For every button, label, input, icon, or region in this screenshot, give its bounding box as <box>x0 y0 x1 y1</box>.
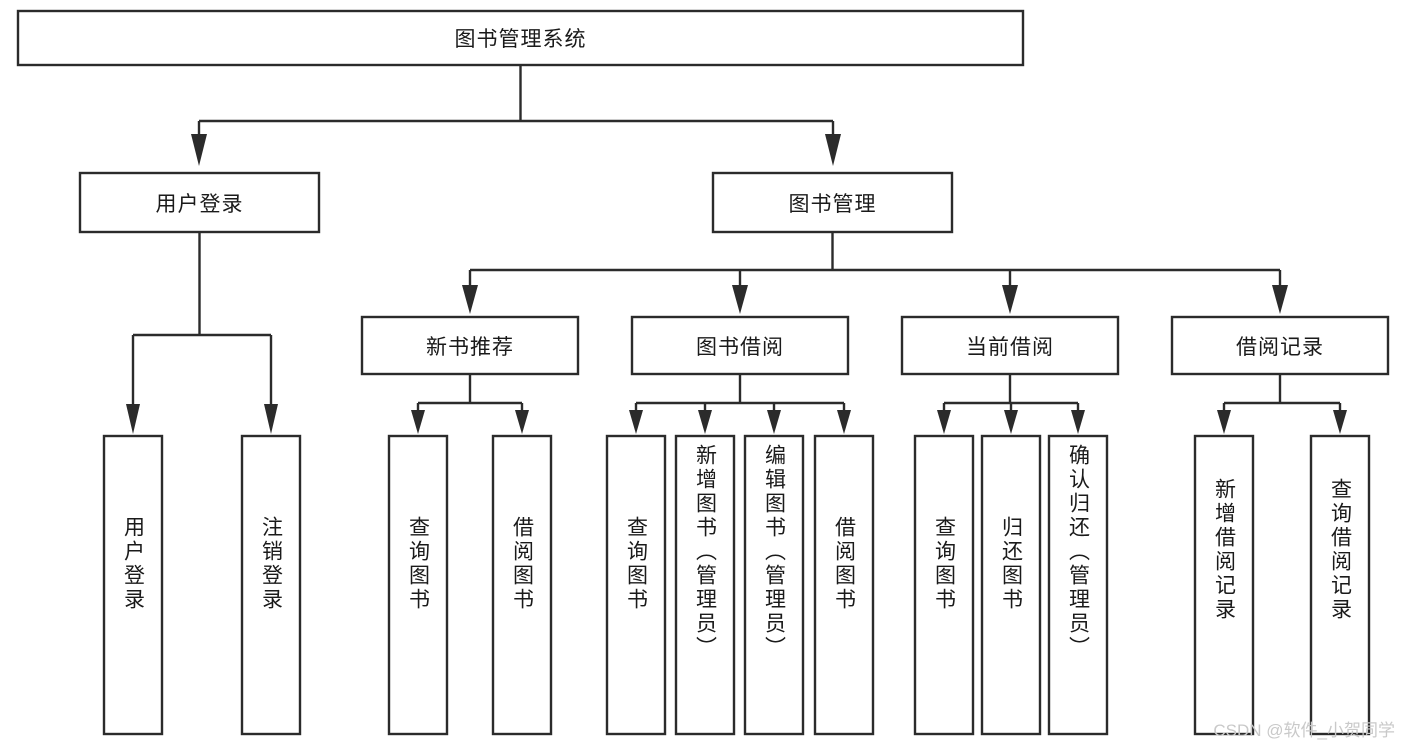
leaf-box-query-book-1[interactable] <box>387 434 449 736</box>
leaf-box-borrow-book-2[interactable] <box>813 434 875 736</box>
arrow-bookborrow-leaf-3 <box>767 410 781 434</box>
arrow-to-book-borrow <box>732 285 748 314</box>
leaf-box-logout[interactable] <box>240 434 302 736</box>
arrow-borrowrecord-leaf-1 <box>1217 410 1231 434</box>
leaf-box-add-book[interactable] <box>674 434 736 736</box>
leaf-box-borrow-book-1[interactable] <box>491 434 553 736</box>
leaf-box-return-book[interactable] <box>980 434 1042 736</box>
node-new-book-recommend[interactable] <box>360 315 580 376</box>
arrow-bookborrow-leaf-4 <box>837 410 851 434</box>
arrow-currentborrow-leaf-1 <box>937 410 951 434</box>
arrow-bookborrow-leaf-1 <box>629 410 643 434</box>
arrow-to-borrow-record <box>1272 285 1288 314</box>
arrow-to-current-borrow <box>1002 285 1018 314</box>
arrow-to-leaf-user-login <box>126 404 140 434</box>
leaf-box-edit-book[interactable] <box>743 434 805 736</box>
node-book-manage[interactable] <box>711 171 954 234</box>
arrow-newbook-leaf-2 <box>515 410 529 434</box>
arrow-borrowrecord-leaf-2 <box>1333 410 1347 434</box>
leaf-box-user-login[interactable] <box>102 434 164 736</box>
arrow-currentborrow-leaf-3 <box>1071 410 1085 434</box>
arrow-to-book-manage <box>825 134 841 166</box>
node-root[interactable] <box>16 9 1025 67</box>
leaf-box-query-record[interactable] <box>1309 434 1371 736</box>
leaf-box-add-record[interactable] <box>1193 434 1255 736</box>
arrow-bookborrow-leaf-2 <box>698 410 712 434</box>
leaf-box-query-book-2[interactable] <box>605 434 667 736</box>
node-current-borrow[interactable] <box>900 315 1120 376</box>
arrow-currentborrow-leaf-2 <box>1004 410 1018 434</box>
leaf-box-query-book-3[interactable] <box>913 434 975 736</box>
arrow-to-new-book <box>462 285 478 314</box>
node-borrow-record[interactable] <box>1170 315 1390 376</box>
arrow-newbook-leaf-1 <box>411 410 425 434</box>
arrow-to-leaf-logout <box>264 404 278 434</box>
arrow-to-user-login <box>191 134 207 166</box>
leaf-box-confirm-return[interactable] <box>1047 434 1109 736</box>
node-book-borrow[interactable] <box>630 315 850 376</box>
node-user-login[interactable] <box>78 171 321 234</box>
